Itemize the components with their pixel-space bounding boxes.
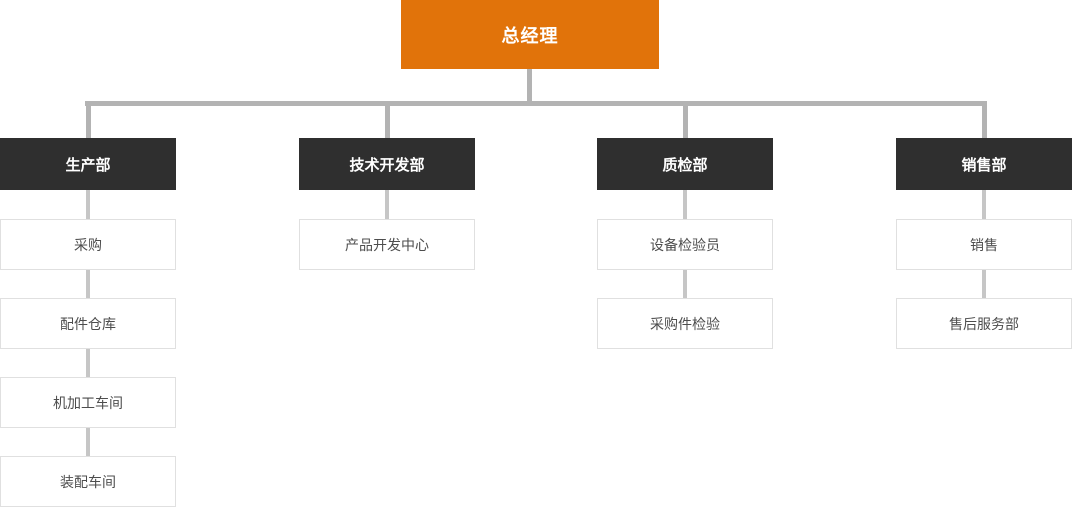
child-node: 设备检验员 [597,219,773,270]
branch-connector [982,190,986,219]
child-node-label: 销售 [970,236,998,253]
root-node-label: 总经理 [501,25,559,46]
child-node: 产品开发中心 [299,219,475,270]
child-node-label: 机加工车间 [53,394,123,411]
branch-connector [86,349,90,377]
root-stem-connector [527,69,532,102]
department-node: 销售部 [896,138,1072,190]
root-node: 总经理 [401,0,659,69]
department-node-label: 质检部 [662,156,708,174]
branch-connector [683,190,687,219]
column-drop-connector [682,101,688,138]
trunk-connector [85,101,986,106]
branch-connector [86,428,90,456]
child-node-label: 采购 [74,236,102,253]
department-node: 生产部 [0,138,176,190]
child-node: 配件仓库 [0,298,176,349]
column-drop-connector [981,101,987,138]
department-node: 质检部 [597,138,773,190]
child-node-label: 售后服务部 [949,315,1019,332]
child-node: 采购件检验 [597,298,773,349]
child-node: 机加工车间 [0,377,176,428]
column-drop-connector [384,101,390,138]
child-node-label: 装配车间 [60,473,116,490]
department-node-label: 生产部 [65,156,111,174]
department-node-label: 技术开发部 [349,156,425,174]
branch-connector [982,270,986,298]
department-node-label: 销售部 [961,156,1007,174]
child-node-label: 采购件检验 [650,315,720,332]
branch-connector [86,190,90,219]
child-node-label: 设备检验员 [650,236,720,253]
child-node: 装配车间 [0,456,176,507]
child-node: 采购 [0,219,176,270]
child-node-label: 配件仓库 [60,315,116,332]
child-node: 售后服务部 [896,298,1072,349]
column-drop-connector [85,101,91,138]
branch-connector [86,270,90,298]
child-node-label: 产品开发中心 [345,236,429,253]
branch-connector [385,190,389,219]
department-node: 技术开发部 [299,138,475,190]
branch-connector [683,270,687,298]
child-node: 销售 [896,219,1072,270]
